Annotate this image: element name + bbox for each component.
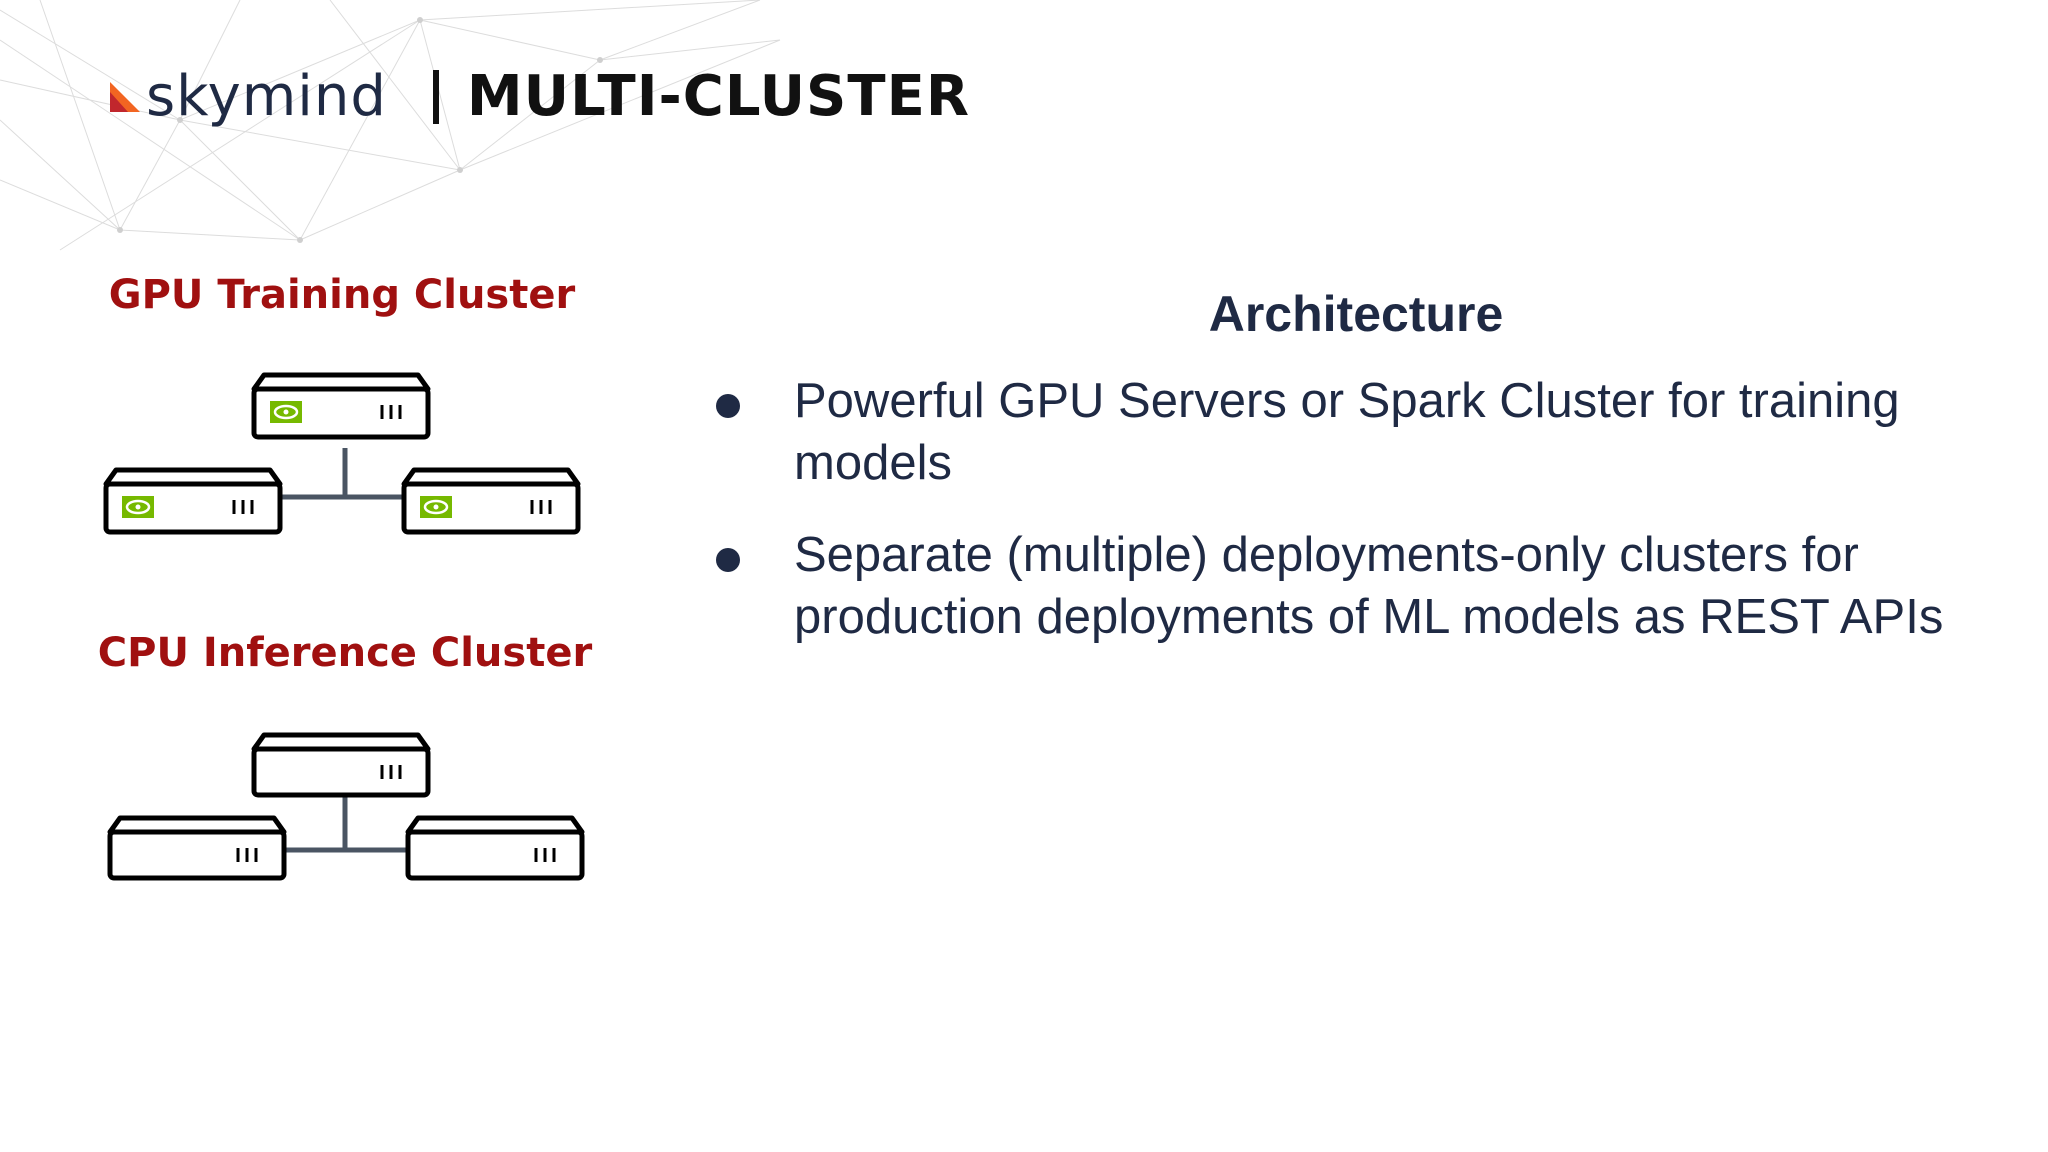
- bullet-line: production deployments of ML models as R…: [794, 590, 1944, 644]
- gpu-server-left: [103, 467, 283, 535]
- bullet-line: Separate (multiple) deployments-only clu…: [794, 528, 1859, 582]
- vent-icon: [530, 500, 552, 514]
- cpu-connector-lines: [282, 797, 411, 853]
- vent-icon: [236, 848, 258, 862]
- nvidia-logo-icon: [122, 496, 154, 518]
- cpu-cluster-title: CPU Inference Cluster: [97, 630, 593, 676]
- architecture-heading: Architecture: [1208, 286, 1504, 342]
- gpu-server-right: [401, 467, 581, 535]
- gpu-cluster-diagram: [103, 372, 581, 535]
- bullet-line: models: [794, 436, 952, 490]
- bullet-text: Powerful GPU Servers or Spark Cluster fo…: [794, 370, 1900, 494]
- bullet-line: Powerful GPU Servers or Spark Cluster fo…: [794, 374, 1900, 428]
- page-title: MULTI-CLUSTER: [466, 64, 970, 129]
- vent-icon: [380, 765, 402, 779]
- nvidia-logo-icon: [420, 496, 452, 518]
- bullet-item: Separate (multiple) deployments-only clu…: [710, 524, 2010, 648]
- cpu-server-right: [405, 815, 585, 881]
- nvidia-logo-icon: [270, 401, 302, 423]
- header: skymind MULTI-CLUSTER: [110, 62, 970, 132]
- header-divider: [432, 70, 439, 124]
- skymind-logo: skymind: [110, 69, 387, 125]
- gpu-connector-lines: [281, 448, 410, 500]
- cpu-cluster-diagram: [107, 732, 585, 881]
- vent-icon: [534, 848, 556, 862]
- skymind-logo-icon: [110, 82, 140, 112]
- logo-text: skymind: [146, 64, 387, 129]
- cpu-server-left: [107, 815, 287, 881]
- vent-icon: [380, 405, 402, 419]
- bullet-dot: [716, 394, 740, 418]
- bullet-dot: [716, 548, 740, 572]
- cpu-server-top: [251, 732, 431, 798]
- vent-icon: [232, 500, 254, 514]
- gpu-server-top: [251, 372, 431, 440]
- gpu-cluster-title: GPU Training Cluster: [108, 272, 576, 318]
- bullet-text: Separate (multiple) deployments-only clu…: [794, 524, 1943, 648]
- architecture-bullet-list: Powerful GPU Servers or Spark Cluster fo…: [710, 370, 2010, 678]
- bullet-item: Powerful GPU Servers or Spark Cluster fo…: [710, 370, 2010, 494]
